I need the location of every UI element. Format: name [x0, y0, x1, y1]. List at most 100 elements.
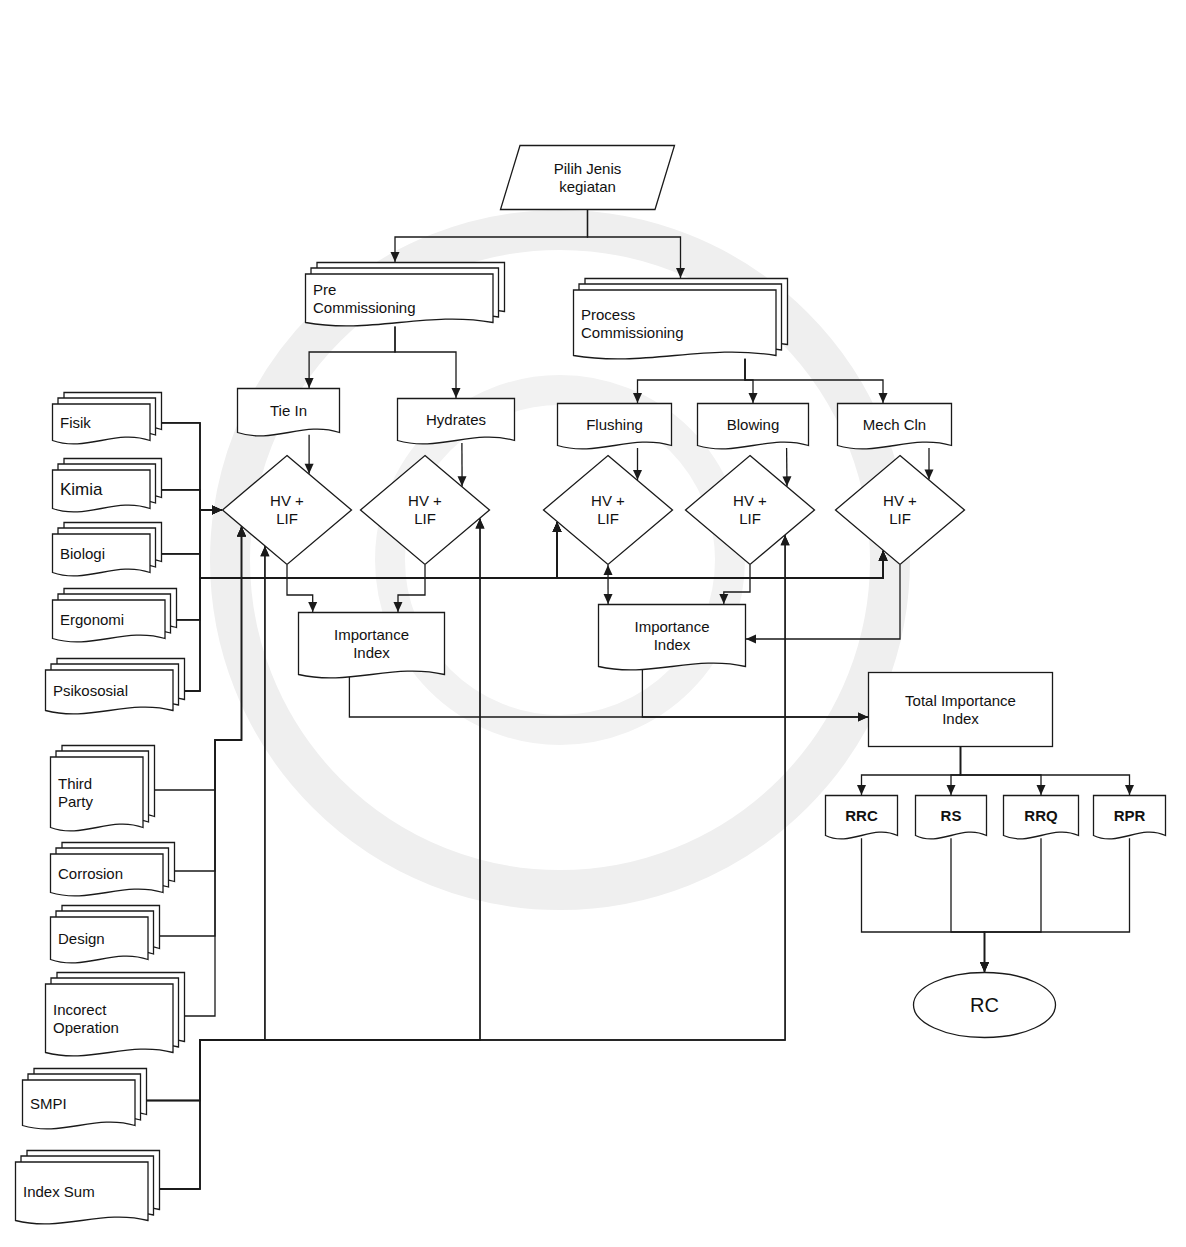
document-outline: [238, 389, 340, 436]
node-text: SMPI: [30, 1095, 67, 1113]
text-block: Pilih Jenis kegiatan: [540, 160, 635, 196]
text-block: SMPI: [30, 1095, 67, 1113]
document-outline: [46, 984, 174, 1056]
multi-document-box: Incorect Operation: [45, 972, 185, 1060]
connector-arrow: [162, 506, 222, 554]
text-block: HV + LIF: [587, 492, 629, 528]
document-box: RRC: [825, 795, 898, 843]
connector-line: [638, 359, 746, 403]
text-area: Tie In: [242, 391, 335, 430]
node-text: RRQ: [1024, 807, 1057, 825]
document-outline: [398, 399, 515, 444]
terminal-ellipse: RC: [913, 972, 1056, 1038]
arrow-head: [947, 785, 956, 795]
connector-line: [160, 519, 480, 1190]
text-area: Ergonomi: [60, 602, 159, 638]
connector-line: [162, 423, 557, 578]
text-area: Flushing: [562, 406, 667, 443]
node-text: Ergonomi: [60, 611, 124, 629]
text-block: Mech Cln: [863, 416, 926, 434]
text-area: Corrosion: [58, 856, 157, 892]
multi-document-box: Ergonomi: [52, 588, 177, 646]
arrow-head: [1037, 785, 1046, 795]
diamond-outline: [836, 456, 965, 565]
connector-arrow: [961, 747, 1046, 795]
connector-arrow: [395, 327, 461, 398]
document-box: Importance Index: [598, 604, 746, 674]
rect-outline: [869, 673, 1053, 747]
multi-document-box: Kimia: [52, 458, 162, 516]
text-block: Pre Commissioning: [313, 281, 438, 317]
connector-line: [162, 490, 557, 578]
node-text: Blowing: [727, 416, 780, 434]
text-area: Importance Index: [603, 607, 741, 664]
document-outline: [558, 404, 672, 449]
connector-arrow: [391, 210, 588, 262]
connector-arrow: [588, 210, 686, 278]
document-box: Flushing: [557, 403, 672, 453]
text-area: HV + LIF: [248, 475, 326, 545]
connector-line: [398, 565, 425, 612]
connector-line: [951, 838, 985, 972]
connector-arrow: [162, 423, 222, 515]
text-block: Psikososial: [53, 682, 128, 700]
text-area: Kimia: [60, 472, 144, 508]
text-block: Total Importance Index: [891, 692, 1031, 728]
node-text: Third Party: [58, 775, 118, 811]
node-text: RPR: [1114, 807, 1146, 825]
node-text: Tie In: [270, 402, 307, 420]
text-block: Third Party: [58, 775, 118, 811]
text-block: Flushing: [586, 416, 643, 434]
text-block: HV + LIF: [879, 492, 921, 528]
connector-arrow: [162, 423, 888, 578]
document-outline: [306, 274, 494, 326]
node-text: Biologi: [60, 545, 105, 563]
connector-arrow: [745, 359, 888, 403]
connector-arrow: [782, 448, 791, 486]
text-area: SMPI: [30, 1082, 129, 1125]
document-outline: [838, 404, 952, 449]
arrow-head: [212, 506, 222, 515]
connector-line: [162, 551, 883, 578]
text-block: HV + LIF: [729, 492, 771, 528]
arrow-head: [980, 962, 989, 972]
node-text: Design: [58, 930, 105, 948]
text-area: Design: [58, 919, 142, 959]
node-text: Mech Cln: [863, 416, 926, 434]
multi-document-box: Index Sum: [15, 1150, 160, 1228]
arrow-head: [719, 594, 728, 604]
multi-document-box: Third Party: [50, 745, 155, 835]
connector-arrow: [162, 522, 562, 578]
ellipse-outline: [914, 973, 1056, 1038]
connector-line: [177, 522, 557, 620]
decision-diamond: HV + LIF: [835, 455, 965, 565]
multi-document-box: Process Commissioning: [573, 278, 788, 363]
connector-line: [588, 210, 681, 278]
multi-document-box: Biologi: [52, 522, 162, 580]
arrow-head: [212, 506, 222, 515]
connector-line: [162, 423, 222, 510]
text-area: Biologi: [60, 536, 144, 572]
connector-arrow: [287, 565, 317, 612]
arrow-head: [749, 393, 758, 403]
document-outline: [53, 404, 151, 444]
connector-line: [724, 565, 750, 604]
connector-line: [160, 535, 785, 1189]
node-text: HV + LIF: [587, 492, 629, 528]
arrow-head: [604, 594, 613, 604]
document-outline: [53, 534, 151, 576]
connector-line: [985, 838, 1042, 972]
multi-document-box: SMPI: [22, 1068, 147, 1133]
text-area: Pilih Jenis kegiatan: [522, 148, 653, 207]
node-text: HV + LIF: [266, 492, 308, 528]
connector-arrow: [862, 838, 990, 972]
connector-arrow: [160, 546, 269, 1189]
arrow-head: [391, 252, 400, 262]
connector-line: [961, 747, 1042, 795]
multi-document-box: Design: [50, 905, 160, 967]
arrow-head: [858, 713, 868, 722]
text-block: Index Sum: [23, 1183, 95, 1201]
process-box: Total Importance Index: [868, 672, 1053, 747]
text-block: Importance Index: [625, 618, 720, 654]
connector-arrow: [185, 527, 246, 1017]
